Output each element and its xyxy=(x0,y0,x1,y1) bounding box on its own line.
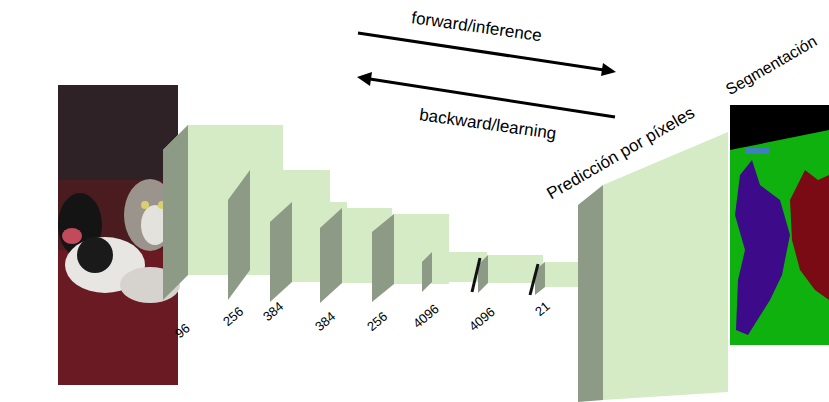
channel-count: 256 xyxy=(364,309,391,335)
separator xyxy=(472,258,480,292)
output-label: Predicción por píxeles xyxy=(542,102,701,205)
arrow-label: forward/inference xyxy=(410,8,543,46)
channel-count: 96 xyxy=(172,321,193,342)
channel-count: 256 xyxy=(220,304,247,330)
output-label: Segmentación xyxy=(720,30,822,100)
forward-arrow xyxy=(358,33,616,76)
separator xyxy=(530,264,538,295)
channel-count: 4096 xyxy=(466,304,498,335)
segmentation-image xyxy=(730,105,829,345)
input-photo xyxy=(58,85,180,385)
channel-count: 384 xyxy=(260,299,287,325)
arrow-label: backward/learning xyxy=(418,105,557,144)
backward-arrow xyxy=(357,72,615,117)
channel-count: 384 xyxy=(312,309,339,335)
channel-count: 21 xyxy=(532,299,553,320)
conv-block xyxy=(270,202,347,302)
channel-count: 4096 xyxy=(410,301,442,332)
fc-block xyxy=(422,252,487,292)
